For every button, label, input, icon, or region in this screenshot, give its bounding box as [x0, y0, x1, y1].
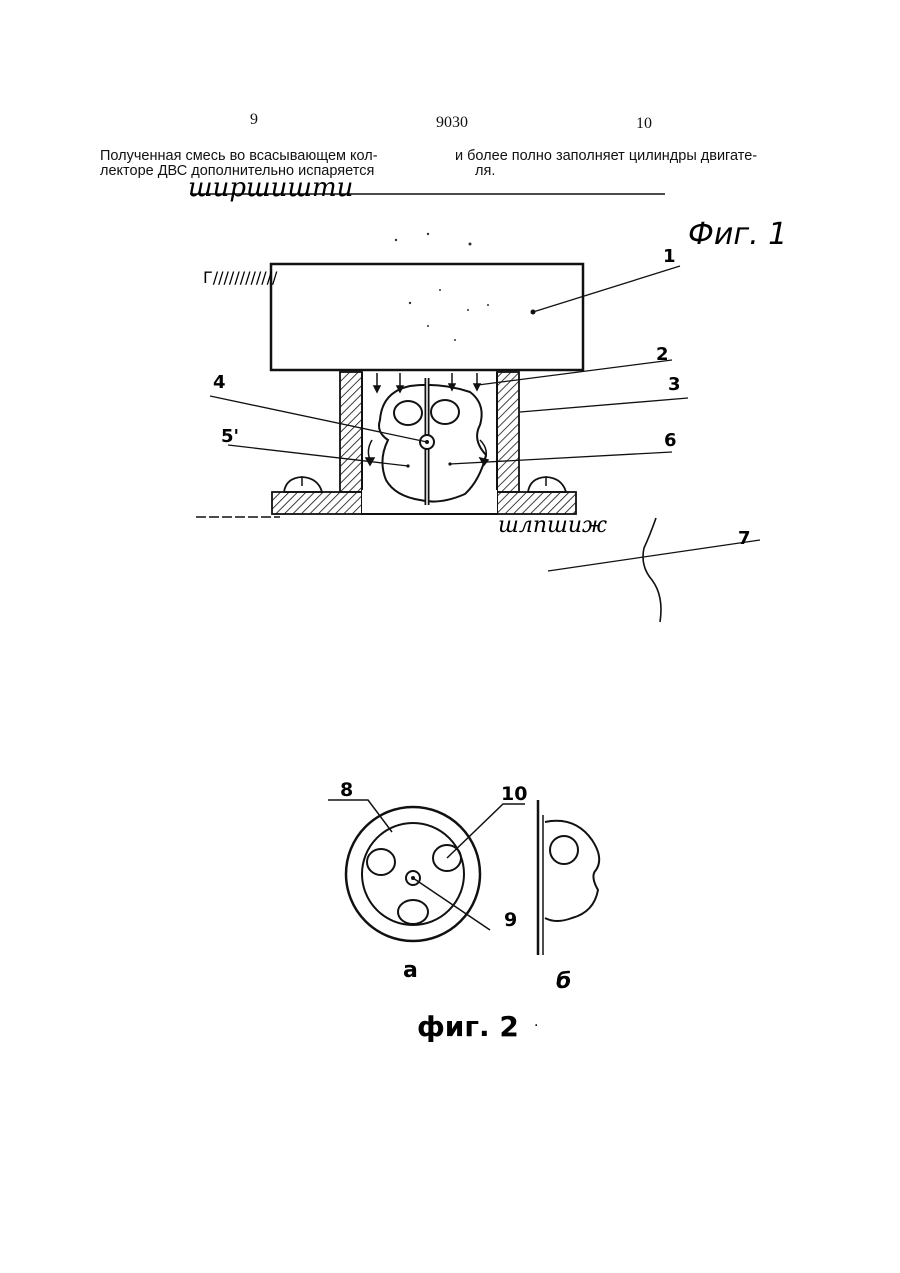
- figure-1-caption: Фиг. 1: [688, 217, 787, 252]
- label-3: 3: [668, 374, 681, 395]
- label-10: 10: [501, 783, 527, 805]
- label-7: 7: [738, 528, 751, 549]
- text-line: и более полно заполняет цилиндры двигате…: [455, 149, 757, 164]
- label-9: 9: [504, 909, 517, 931]
- document-number: 9030: [436, 114, 468, 132]
- left-hatch-text: Г////////////: [203, 268, 278, 287]
- label-4: 4: [213, 372, 226, 393]
- left-wall: [340, 372, 362, 492]
- figure-1-drawing: ширшишти Фиг. 1 1 Г////////////: [0, 175, 900, 635]
- label-1: 1: [663, 246, 676, 267]
- left-screw: [284, 477, 322, 492]
- hole: [367, 849, 395, 875]
- top-hatch-text: ширшишти: [188, 175, 353, 203]
- part-1-block: [271, 264, 583, 370]
- page-number-right: 10: [636, 115, 652, 133]
- label-8: 8: [340, 779, 353, 801]
- hole: [550, 836, 578, 864]
- right-screw: [528, 477, 566, 492]
- sub-label-b: б: [556, 969, 571, 994]
- text-line: Полученная смесь во всасывающем кол-: [100, 149, 378, 164]
- rotor-hole: [431, 400, 459, 424]
- break-line: [643, 518, 661, 622]
- sub-label-a: а: [403, 958, 418, 983]
- label-5: 5': [221, 426, 239, 447]
- label-6: 6: [664, 430, 677, 451]
- hole: [398, 900, 428, 924]
- label-2: 2: [656, 344, 669, 365]
- figure-2-caption: фиг. 2: [417, 1010, 519, 1043]
- outer-ring: [346, 807, 480, 941]
- bottom-hatch-text: шлпшиж: [498, 513, 607, 538]
- spray-dots: [395, 233, 489, 341]
- page-number-left: 9: [250, 111, 258, 129]
- side-profile: [545, 821, 599, 921]
- right-wall: [497, 372, 519, 492]
- svg-text:·: ·: [534, 1018, 538, 1034]
- figure-2-drawing: 8 10 9 а б фиг. 2 ·: [0, 770, 900, 1050]
- rotor-hole: [394, 401, 422, 425]
